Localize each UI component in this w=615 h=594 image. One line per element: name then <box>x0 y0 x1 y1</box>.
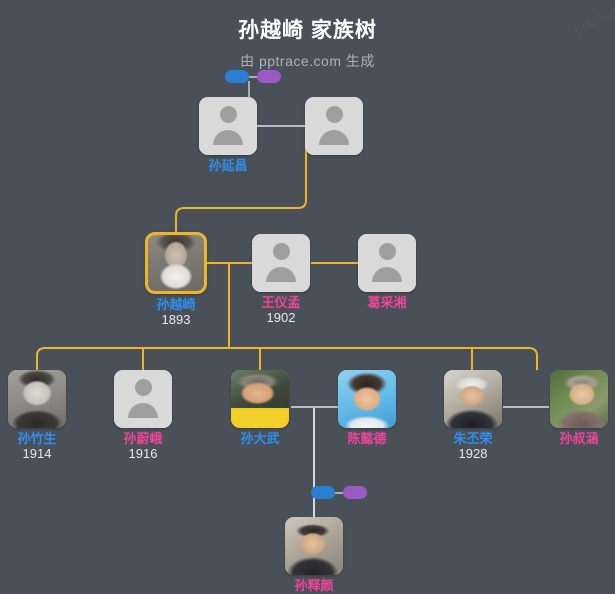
person-name-p5: 葛采湘 <box>367 295 407 310</box>
person-node-p2[interactable] <box>305 97 363 158</box>
person-year-p4: 1902 <box>266 310 296 325</box>
person-node-p11[interactable]: 孙叔涵 <box>550 370 608 446</box>
person-node-p1[interactable]: 孙延昌 <box>199 97 257 173</box>
placeholder-avatar-icon <box>305 97 363 155</box>
person-avatar-p5[interactable] <box>358 234 416 292</box>
placeholder-avatar-icon <box>199 97 257 155</box>
person-name-p3: 孙越崎 <box>156 297 196 312</box>
person-year-p3: 1893 <box>161 312 191 327</box>
legend-male-pill[interactable] <box>225 70 249 83</box>
photo-man-yellow-shirt <box>231 370 289 428</box>
descent-p1p2-to-p3 <box>175 127 307 232</box>
placeholder-avatar-icon <box>358 234 416 292</box>
person-node-p4[interactable]: 王仪孟 1902 <box>252 234 310 325</box>
person-node-p7[interactable]: 孙蔚峨 1916 <box>114 370 172 461</box>
person-avatar-p7[interactable] <box>114 370 172 428</box>
placeholder-avatar-icon <box>114 370 172 428</box>
person-name-p8: 孙大武 <box>240 431 280 446</box>
person-avatar-p6[interactable] <box>8 370 66 428</box>
person-avatar-p12[interactable] <box>285 517 343 575</box>
photo-elderly-man-bw <box>148 235 204 291</box>
person-node-p6[interactable]: 孙竹生 1914 <box>8 370 66 461</box>
person-node-p8[interactable]: 孙大武 <box>231 370 289 446</box>
photo-elderly-woman <box>550 370 608 428</box>
placeholder-avatar-icon <box>252 234 310 292</box>
person-avatar-p8[interactable] <box>231 370 289 428</box>
legend-female-pill-2[interactable] <box>343 486 367 499</box>
person-avatar-p1[interactable] <box>199 97 257 155</box>
person-avatar-p4[interactable] <box>252 234 310 292</box>
person-avatar-p3[interactable] <box>145 232 207 294</box>
person-name-p12: 孙释颜 <box>294 578 334 593</box>
photo-woman-blue-bg <box>338 370 396 428</box>
person-year-p7: 1916 <box>128 446 158 461</box>
person-year-p10: 1928 <box>458 446 488 461</box>
legend-female-pill[interactable] <box>257 70 281 83</box>
photo-woman-sunglasses <box>285 517 343 575</box>
person-name-p10: 朱丕荣 <box>453 431 493 446</box>
person-name-p1: 孙延昌 <box>208 158 248 173</box>
photo-elderly-man-suit <box>444 370 502 428</box>
sibling-bus-gen3 <box>36 347 538 370</box>
person-node-p3[interactable]: 孙越崎 1893 <box>145 232 207 327</box>
legend-pill-join <box>249 76 257 78</box>
photo-man-bw-portrait <box>8 370 66 428</box>
person-avatar-p2[interactable] <box>305 97 363 155</box>
legend-male-pill-2[interactable] <box>311 486 335 499</box>
person-name-p11: 孙叔涵 <box>559 431 599 446</box>
person-name-p9: 陈懿德 <box>347 431 387 446</box>
person-node-p9[interactable]: 陈懿德 <box>338 370 396 446</box>
person-name-p4: 王仪孟 <box>261 295 301 310</box>
person-name-p6: 孙竹生 <box>17 431 57 446</box>
person-avatar-p11[interactable] <box>550 370 608 428</box>
person-avatar-p9[interactable] <box>338 370 396 428</box>
person-node-p5[interactable]: 葛采湘 <box>358 234 416 310</box>
person-name-p7: 孙蔚峨 <box>123 431 163 446</box>
person-node-p12[interactable]: 孙释颜 <box>285 517 343 593</box>
person-year-p6: 1914 <box>22 446 52 461</box>
legend-pill-join-2 <box>335 492 343 494</box>
person-node-p10[interactable]: 朱丕荣 1928 <box>444 370 502 461</box>
person-avatar-p10[interactable] <box>444 370 502 428</box>
